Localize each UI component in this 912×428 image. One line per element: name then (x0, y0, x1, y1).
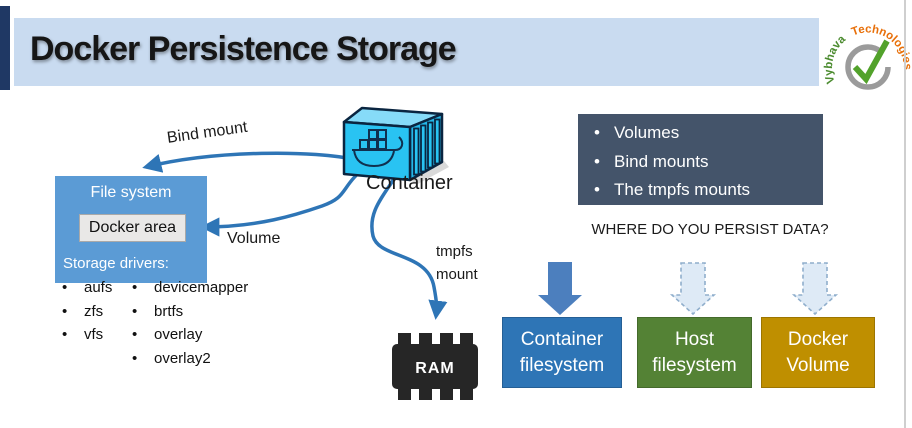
mount-types-box: Volumes Bind mounts The tmpfs mounts (578, 114, 823, 205)
volume-arrow (200, 161, 372, 237)
page-title: Docker Persistence Storage (30, 30, 457, 68)
accent-bar (0, 6, 10, 90)
volume-label: Volume (227, 230, 281, 247)
tmpfs-mount-label: tmpfs mount (436, 240, 478, 286)
mount-types-list: Volumes Bind mounts The tmpfs mounts (578, 114, 823, 205)
dest-label-line1: Container (520, 328, 604, 350)
solid-down-arrow-icon (538, 262, 582, 315)
tmpfs-label-line1: tmpfs (436, 243, 473, 260)
driver-item: overlay2 (128, 347, 248, 371)
docker-volume-box: Docker Volume (761, 317, 875, 388)
container-filesystem-box: Container filesystem (502, 317, 622, 388)
dest-label-line2: Volume (786, 354, 850, 376)
title-bar: Docker Persistence Storage (14, 18, 819, 86)
dest-label-line1: Host (674, 328, 715, 350)
storage-drivers-col1: aufs zfs vfs (58, 276, 112, 347)
dest-label-line2: filesystem (652, 354, 737, 376)
ram-chip-icon: RAM (392, 333, 478, 400)
container-label: Container (366, 172, 453, 194)
driver-item: aufs (58, 276, 112, 300)
mount-type-item: The tmpfs mounts (592, 176, 823, 205)
storage-drivers-heading: Storage drivers: (63, 255, 169, 272)
dashed-down-arrow-icon (669, 262, 717, 316)
persist-data-question: WHERE DO YOU PERSIST DATA? (591, 221, 829, 238)
file-system-title: File system (90, 184, 172, 201)
bind-mount-arrow (142, 151, 358, 173)
dashed-down-arrow-icon (791, 262, 839, 316)
mount-type-item: Bind mounts (592, 148, 823, 177)
docker-container-icon (342, 106, 449, 185)
driver-item: devicemapper (128, 276, 248, 300)
vybhava-technologies-logo-icon: Vybhava Technologies (823, 23, 912, 90)
file-system-box: File system Docker area Storage drivers: (55, 176, 207, 283)
docker-area-box: Docker area (79, 214, 186, 242)
storage-drivers-col2: devicemapper brtfs overlay overlay2 (128, 276, 248, 370)
container-shadow (410, 161, 449, 185)
logo-checkmark-icon (852, 39, 890, 85)
tmpfs-mount-arrow (370, 178, 448, 320)
dest-label-line2: filesystem (519, 354, 605, 376)
slide-right-border (904, 0, 906, 428)
mount-type-item: Volumes (592, 119, 823, 148)
docker-whale-icon (352, 129, 404, 168)
tmpfs-label-line2: mount (436, 266, 478, 283)
driver-item: overlay (128, 323, 248, 347)
driver-item: brtfs (128, 300, 248, 324)
logo-ring (845, 44, 891, 90)
dest-label-line1: Docker (787, 328, 849, 350)
ram-label: RAM (415, 360, 454, 377)
host-filesystem-box: Host filesystem (637, 317, 752, 388)
driver-item: zfs (58, 300, 112, 324)
driver-item: vfs (58, 323, 112, 347)
